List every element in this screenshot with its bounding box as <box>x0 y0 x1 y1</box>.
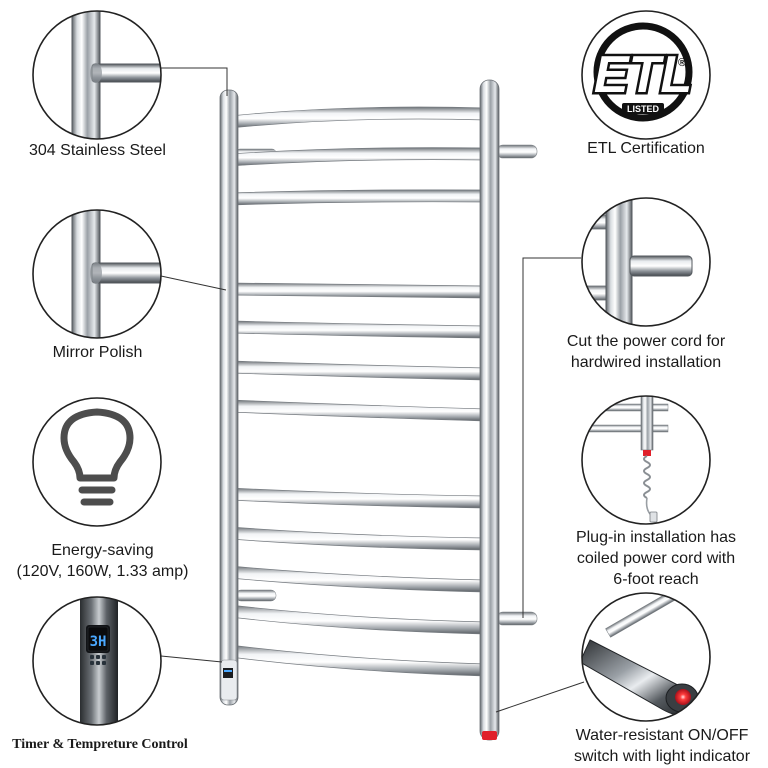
rack-bar <box>229 399 487 422</box>
callout-line-mirror <box>160 275 227 291</box>
switch-line2: switch with light indicator <box>573 748 751 765</box>
hardwire-line2: hardwired installation <box>570 354 722 371</box>
energy-saving-line2: (120V, 160W, 1.33 amp) <box>16 563 189 580</box>
rack-bar <box>229 189 487 206</box>
rack-bar <box>229 565 487 593</box>
light-bulb-icon <box>60 408 134 506</box>
plug-in-detail-circle <box>581 395 711 525</box>
switch-line1: Water-resistant ON/OFF <box>575 727 749 744</box>
energy-saving-line1: Energy-saving <box>51 542 154 559</box>
callout-line-timer <box>160 655 223 663</box>
rack-bar <box>229 644 487 677</box>
timer-display-readout: 3H <box>90 634 107 650</box>
etl-logo-letters: ETL <box>594 46 692 104</box>
towel-warmer-rack <box>219 79 538 741</box>
registered-mark: ® <box>678 57 686 69</box>
rack-bar <box>229 360 487 381</box>
callout-line-hardwire <box>522 257 581 618</box>
stainless-steel-detail-circle <box>32 10 162 140</box>
power-switch-light-icon <box>675 689 691 705</box>
rack-bar <box>229 604 487 635</box>
hardwire-line1: Cut the power cord for <box>566 333 726 350</box>
callout-line-switch <box>495 681 585 713</box>
plug-in-line2: coiled power cord with <box>576 550 736 567</box>
etl-listed-logo: ETL LISTED ® <box>591 22 695 122</box>
plug-in-label: Plug-in installation has coiled power co… <box>555 527 757 590</box>
rack-bar <box>229 282 487 299</box>
switch-detail-circle <box>581 592 711 722</box>
hardwire-label: Cut the power cord for hardwired install… <box>555 331 737 373</box>
etl-certification-circle: ETL LISTED ® <box>581 10 711 140</box>
indicator-light <box>482 731 497 740</box>
mirror-polish-detail-circle <box>32 209 162 339</box>
stainless-steel-label: 304 Stainless Steel <box>29 142 166 159</box>
rack-bar <box>229 487 487 509</box>
energy-saving-circle <box>32 397 162 527</box>
etl-logo-listed: LISTED <box>627 104 660 114</box>
left-vertical-post <box>219 89 239 706</box>
callout-lines <box>160 67 585 713</box>
mirror-polish-label: Mirror Polish <box>52 344 143 361</box>
rack-bar <box>229 106 487 129</box>
wall-bracket-top <box>496 144 538 159</box>
wall-bracket-bottom <box>496 611 538 626</box>
display-digit-mark <box>224 670 232 672</box>
right-vertical-post <box>479 79 500 741</box>
callout-line-stainless <box>161 67 228 96</box>
switch-label: Water-resistant ON/OFF switch with light… <box>558 725 766 767</box>
display-screen <box>223 668 233 678</box>
plug-in-line1: Plug-in installation has <box>575 529 737 546</box>
wall-bracket-left-bottom <box>235 589 277 602</box>
timer-control-label: Timer & Tempreture Control <box>12 737 188 752</box>
plug-in-line3: 6-foot reach <box>613 571 699 588</box>
rack-bar <box>229 320 487 339</box>
energy-saving-label: Energy-saving (120V, 160W, 1.33 amp) <box>0 540 205 582</box>
control-panel <box>220 659 238 701</box>
etl-certification-label: ETL Certification <box>587 140 705 157</box>
timer-control-detail-circle: 3H <box>32 596 162 726</box>
hardwire-detail-circle <box>581 197 711 327</box>
rack-bar <box>229 526 487 551</box>
